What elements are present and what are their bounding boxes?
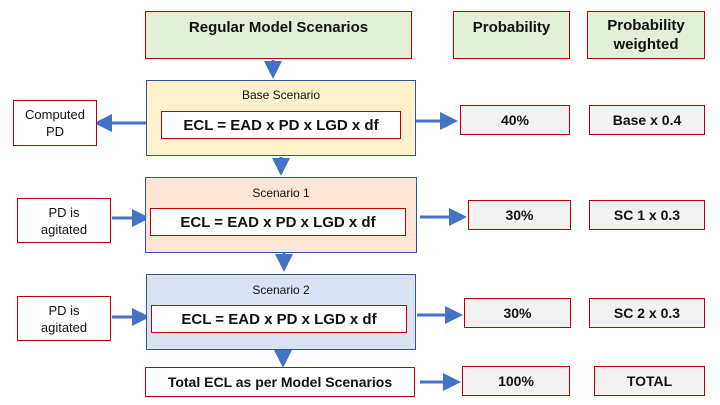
- total-ecl-box: Total ECL as per Model Scenarios: [145, 367, 415, 397]
- scenario2-formula: ECL = EAD x PD x LGD x df: [151, 305, 407, 333]
- scenario2-formula-text: ECL = EAD x PD x LGD x df: [181, 310, 377, 328]
- scenario2-box: Scenario 2 ECL = EAD x PD x LGD x df: [146, 274, 416, 350]
- prob-base-value: 40%: [500, 112, 530, 128]
- header-probability: Probability: [453, 11, 570, 59]
- header-weighted-label: Probability weighted: [607, 17, 685, 53]
- scenario1-title: Scenario 1: [252, 186, 310, 200]
- header-weighted: Probability weighted: [587, 11, 705, 59]
- weighted-total-value: TOTAL: [626, 373, 673, 389]
- prob-sc2-value: 30%: [503, 305, 532, 321]
- weighted-sc2: SC 2 x 0.3: [589, 298, 705, 328]
- scenario1-box: Scenario 1 ECL = EAD x PD x LGD x df: [145, 177, 417, 253]
- base-scenario-box: Base Scenario ECL = EAD x PD x LGD x df: [146, 80, 416, 156]
- prob-total: 100%: [462, 366, 570, 396]
- weighted-sc1-value: SC 1 x 0.3: [613, 207, 681, 223]
- weighted-sc1: SC 1 x 0.3: [589, 200, 705, 230]
- header-probability-label: Probability: [472, 19, 551, 36]
- pd-agitated-box-1: PD is agitated: [17, 198, 111, 243]
- prob-sc2: 30%: [464, 298, 571, 328]
- pd-agitated-label-2: PD is agitated: [40, 302, 88, 335]
- total-ecl-label: Total ECL as per Model Scenarios: [167, 374, 393, 390]
- weighted-base-value: Base x 0.4: [612, 112, 682, 128]
- prob-total-value: 100%: [498, 373, 534, 389]
- pd-agitated-box-2: PD is agitated: [17, 296, 111, 341]
- pd-agitated-label-1: PD is agitated: [40, 204, 88, 237]
- scenario1-formula: ECL = EAD x PD x LGD x df: [150, 208, 406, 236]
- base-scenario-title: Base Scenario: [241, 88, 321, 102]
- prob-sc1: 30%: [468, 200, 571, 230]
- base-formula: ECL = EAD x PD x LGD x df: [161, 111, 401, 139]
- header-scenarios: Regular Model Scenarios: [145, 11, 412, 59]
- prob-sc1-value: 30%: [505, 207, 534, 223]
- scenario1-formula-text: ECL = EAD x PD x LGD x df: [180, 213, 376, 231]
- scenario2-title: Scenario 2: [252, 283, 310, 297]
- weighted-sc2-value: SC 2 x 0.3: [613, 305, 681, 321]
- prob-base: 40%: [460, 105, 570, 135]
- weighted-total: TOTAL: [594, 366, 705, 396]
- base-formula-text: ECL = EAD x PD x LGD x df: [183, 116, 379, 134]
- computed-pd-box: Computed PD: [13, 100, 97, 146]
- weighted-base: Base x 0.4: [589, 105, 705, 135]
- header-scenarios-label: Regular Model Scenarios: [188, 19, 369, 36]
- computed-pd-label: Computed PD: [25, 107, 85, 139]
